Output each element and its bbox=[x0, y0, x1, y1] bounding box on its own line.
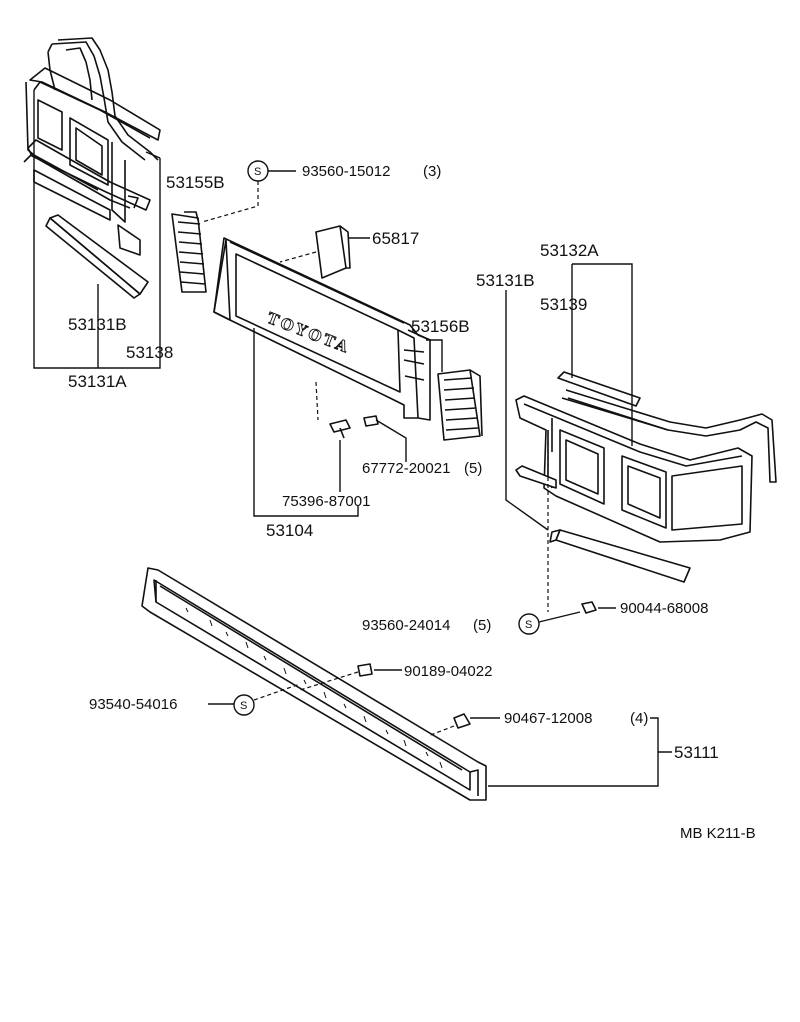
s-badge-symbol: S bbox=[254, 166, 261, 178]
leader-93560-15012: S bbox=[201, 160, 296, 223]
label-90467-12008: 90467-12008 bbox=[504, 710, 592, 727]
label-53131A: 53131A bbox=[68, 372, 127, 391]
label-53132A: 53132A bbox=[540, 241, 599, 260]
right-bracket-lines bbox=[505, 263, 633, 531]
s-badge-symbol: S bbox=[525, 619, 532, 631]
bracket-53111 bbox=[488, 717, 672, 787]
emblem-plate-65817 bbox=[279, 225, 370, 279]
s-badge-symbol: S bbox=[240, 700, 247, 712]
s-badge-icon bbox=[233, 694, 255, 716]
label-53139: 53139 bbox=[540, 295, 587, 314]
right-side-grille-53156B bbox=[426, 339, 483, 441]
left-side-grille-53155B bbox=[171, 211, 207, 293]
diagram-reference-code: MB K211-B bbox=[680, 825, 756, 842]
label-67772-20021-qty: (5) bbox=[464, 460, 482, 477]
lower-grille-53111 bbox=[141, 567, 487, 801]
leader-93540-54016: S bbox=[208, 683, 301, 716]
label-65817: 65817 bbox=[372, 229, 419, 248]
label-93560-24014-qty: (5) bbox=[473, 617, 491, 634]
label-53131B-right: 53131B bbox=[476, 271, 535, 290]
label-93560-15012: 93560-15012 bbox=[302, 163, 390, 180]
label-90189-04022: 90189-04022 bbox=[404, 663, 492, 680]
label-90044-68008: 90044-68008 bbox=[620, 600, 708, 617]
label-93560-15012-qty: (3) bbox=[423, 163, 441, 180]
s-badge-icon bbox=[518, 613, 540, 635]
label-67772-20021: 67772-20021 bbox=[362, 460, 450, 477]
label-53104: 53104 bbox=[266, 521, 313, 540]
label-93560-24014: 93560-24014 bbox=[362, 617, 450, 634]
right-headlamp-door-assembly bbox=[515, 371, 777, 583]
clip-90189-04022 bbox=[299, 663, 402, 691]
clip-90467-12008 bbox=[427, 713, 500, 737]
label-90467-12008-qty: (4) bbox=[630, 710, 648, 727]
left-bracket-lines bbox=[33, 90, 161, 369]
label-53156B: 53156B bbox=[411, 317, 470, 336]
label-53131B-left: 53131B bbox=[68, 315, 127, 334]
label-75396-87001: 75396-87001 bbox=[282, 493, 370, 510]
center-grille-53104: TOYOTA bbox=[213, 237, 431, 421]
label-93540-54016: 93540-54016 bbox=[89, 696, 177, 713]
label-53155B: 53155B bbox=[166, 173, 225, 192]
leader-93560-24014: S bbox=[518, 442, 581, 635]
clip-parts bbox=[329, 415, 407, 492]
label-53111: 53111 bbox=[674, 743, 719, 762]
left-headlamp-door-assembly bbox=[23, 37, 161, 299]
label-53138: 53138 bbox=[126, 343, 173, 362]
nut-90044-68008 bbox=[581, 601, 616, 614]
bracket-53104 bbox=[253, 328, 359, 517]
